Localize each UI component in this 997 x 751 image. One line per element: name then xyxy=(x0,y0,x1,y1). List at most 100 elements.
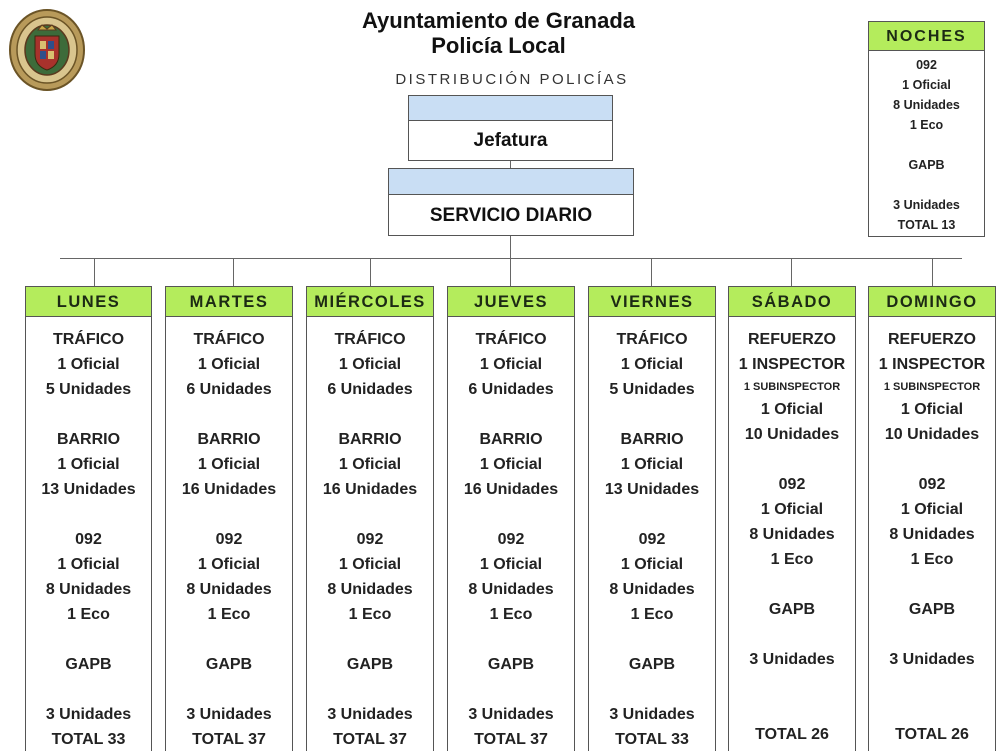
roster-line: 1 Oficial xyxy=(57,356,120,373)
roster-line: 1 Oficial xyxy=(197,456,261,473)
roster-line: GAPB xyxy=(908,158,945,172)
servicio-color-band xyxy=(389,169,633,195)
day-header: MIÉRCOLES xyxy=(307,287,433,317)
roster-line: 10 Unidades xyxy=(884,426,980,443)
roster-line: 13 Unidades xyxy=(604,481,700,498)
roster-line: TRÁFICO xyxy=(193,331,265,348)
jefatura-label: Jefatura xyxy=(473,130,548,151)
day-column-viernes: VIERNES TRÁFICO 1 Oficial 5 Unidades BAR… xyxy=(588,286,716,751)
roster-total: TOTAL 37 xyxy=(192,731,266,748)
roster-line: 1 Oficial xyxy=(338,356,402,373)
roster-line: 6 Unidades xyxy=(327,381,413,398)
roster-line: TRÁFICO xyxy=(334,331,406,348)
roster-line: 13 Unidades xyxy=(41,481,136,498)
roster-line: 1 Oficial xyxy=(338,456,402,473)
roster-line: 8 Unidades xyxy=(327,581,413,598)
roster-line: 1 Oficial xyxy=(760,501,824,518)
day-column-domingo: DOMINGO REFUERZO 1 INSPECTOR 1 SUBINSPEC… xyxy=(868,286,996,751)
roster-line: 1 Eco xyxy=(770,551,814,568)
roster-line: 1 SUBINSPECTOR xyxy=(883,381,981,393)
servicio-diario-label: SERVICIO DIARIO xyxy=(429,205,593,226)
roster-total: TOTAL 37 xyxy=(333,731,407,748)
roster-line: 5 Unidades xyxy=(609,381,695,398)
roster-line: 1 Oficial xyxy=(620,356,684,373)
roster-line: 1 Eco xyxy=(67,606,110,623)
page-subtitle: DISTRIBUCIÓN POLICÍAS xyxy=(395,71,629,88)
roster-total: TOTAL 13 xyxy=(897,218,956,232)
roster-line: 6 Unidades xyxy=(186,381,272,398)
day-column-jueves: JUEVES TRÁFICO 1 Oficial 6 Unidades BARR… xyxy=(447,286,575,751)
roster-total: TOTAL 26 xyxy=(895,726,969,743)
roster-line: GAPB xyxy=(908,601,956,618)
connector-drop-lunes xyxy=(94,258,95,286)
roster-line: 1 INSPECTOR xyxy=(878,356,986,373)
roster-total: TOTAL 33 xyxy=(615,731,689,748)
roster-line: REFUERZO xyxy=(888,331,976,348)
roster-total: TOTAL 26 xyxy=(755,726,829,743)
title-line-organization: Ayuntamiento de Granada xyxy=(361,8,635,33)
roster-line: 8 Unidades xyxy=(749,526,835,543)
day-roster: TRÁFICO 1 Oficial 5 Unidades BARRIO 1 Of… xyxy=(589,317,715,751)
connector-drop-domingo xyxy=(932,258,933,286)
roster-line: BARRIO xyxy=(338,431,402,448)
roster-line: 1 Oficial xyxy=(479,556,543,573)
roster-line: 1 Oficial xyxy=(620,456,684,473)
day-roster: TRÁFICO 1 Oficial 5 Unidades BARRIO 1 Of… xyxy=(26,317,151,751)
roster-line: 5 Unidades xyxy=(45,381,132,398)
roster-line: 3 Unidades xyxy=(893,198,960,212)
roster-line: 1 Oficial xyxy=(479,456,543,473)
roster-line: 3 Unidades xyxy=(889,651,975,668)
roster-line: 1 Oficial xyxy=(197,356,261,373)
jefatura-color-band xyxy=(409,96,612,121)
day-header: SÁBADO xyxy=(729,287,855,317)
roster-total: TOTAL 37 xyxy=(474,731,548,748)
page-title: Ayuntamiento de Granada Policía Local xyxy=(0,8,997,58)
roster-line: 092 xyxy=(778,476,806,493)
day-column-sabado: SÁBADO REFUERZO 1 INSPECTOR 1 SUBINSPECT… xyxy=(728,286,856,751)
roster-line: 092 xyxy=(497,531,525,548)
noches-box: NOCHES 092 1 Oficial 8 Unidades 1 Eco GA… xyxy=(868,21,985,237)
noches-header: NOCHES xyxy=(869,22,984,51)
connector-drop-jueves xyxy=(510,258,511,286)
city-seal-logo xyxy=(9,9,85,91)
day-column-martes: MARTES TRÁFICO 1 Oficial 6 Unidades BARR… xyxy=(165,286,293,751)
roster-line: GAPB xyxy=(487,656,535,673)
roster-line: 092 xyxy=(215,531,243,548)
roster-line: TRÁFICO xyxy=(52,331,125,348)
roster-line: 8 Unidades xyxy=(186,581,272,598)
roster-line: 1 SUBINSPECTOR xyxy=(743,381,841,393)
roster-line: BARRIO xyxy=(197,431,261,448)
roster-line: 8 Unidades xyxy=(45,581,132,598)
day-header: DOMINGO xyxy=(869,287,995,317)
roster-line: TRÁFICO xyxy=(616,331,688,348)
roster-line: 1 Oficial xyxy=(197,556,261,573)
servicio-diario-box: SERVICIO DIARIO xyxy=(388,168,634,236)
day-header: JUEVES xyxy=(448,287,574,317)
roster-line: GAPB xyxy=(628,656,676,673)
roster-line: 3 Unidades xyxy=(468,706,554,723)
roster-line: BARRIO xyxy=(620,431,684,448)
roster-line: 1 INSPECTOR xyxy=(738,356,846,373)
roster-line: 10 Unidades xyxy=(744,426,840,443)
roster-line: BARRIO xyxy=(479,431,543,448)
roster-line: 1 Oficial xyxy=(57,556,120,573)
connector-drop-miercoles xyxy=(370,258,371,286)
roster-line: 8 Unidades xyxy=(609,581,695,598)
day-column-lunes: LUNES TRÁFICO 1 Oficial 5 Unidades BARRI… xyxy=(25,286,152,751)
roster-line: 1 Oficial xyxy=(479,356,543,373)
roster-line: GAPB xyxy=(768,601,816,618)
noches-roster: 092 1 Oficial 8 Unidades 1 Eco GAPB 3 Un… xyxy=(869,51,984,235)
roster-line: 8 Unidades xyxy=(889,526,975,543)
roster-line: GAPB xyxy=(65,656,112,673)
day-roster: REFUERZO 1 INSPECTOR 1 SUBINSPECTOR 1 Of… xyxy=(869,317,995,747)
roster-line: 1 Eco xyxy=(207,606,251,623)
roster-line: 3 Unidades xyxy=(186,706,272,723)
roster-total: TOTAL 33 xyxy=(51,731,126,748)
roster-line: 1 Eco xyxy=(630,606,674,623)
roster-line: BARRIO xyxy=(56,431,121,448)
roster-line: 1 Eco xyxy=(348,606,392,623)
day-roster: TRÁFICO 1 Oficial 6 Unidades BARRIO 1 Of… xyxy=(448,317,574,751)
roster-line: 1 Oficial xyxy=(338,556,402,573)
connector-drop-martes xyxy=(233,258,234,286)
roster-line: 8 Unidades xyxy=(893,98,960,112)
